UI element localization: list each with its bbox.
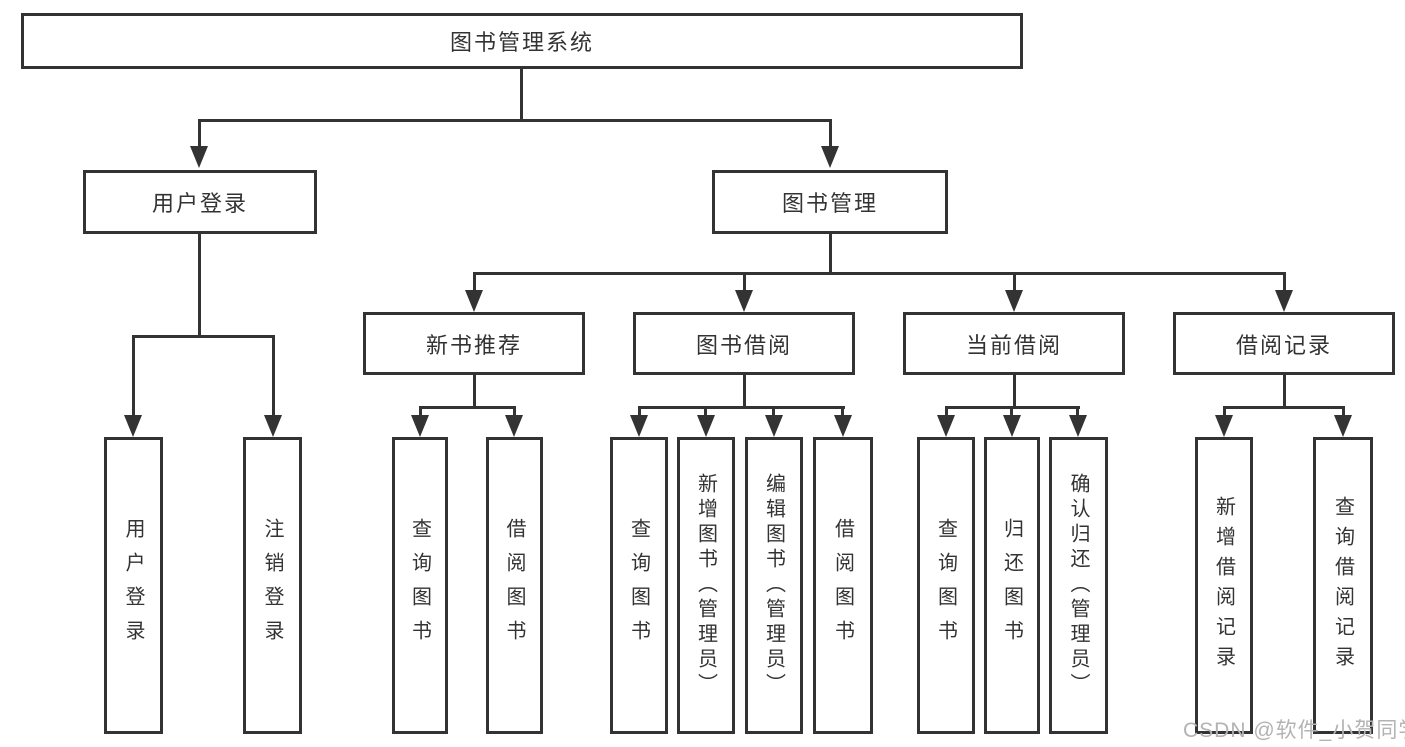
leaf-add-borrow-record: 新增借阅记录 — [1195, 437, 1253, 734]
arrow-down-icon — [465, 290, 483, 312]
leaf-borrow-books-recommend: 借阅图书 — [486, 437, 543, 734]
node-current-borrow: 当前借阅 — [903, 312, 1125, 375]
connector-line — [198, 234, 201, 335]
connector-line — [132, 335, 135, 419]
leaf-return-book: 归还图书 — [984, 437, 1040, 734]
connector-line — [473, 375, 476, 406]
arrow-down-icon — [1275, 290, 1293, 312]
connector-line — [520, 69, 523, 119]
leaf-user-login: 用户登录 — [104, 437, 163, 734]
node-user-login: 用户登录 — [83, 170, 317, 234]
arrow-down-icon — [630, 415, 648, 437]
arrow-down-icon — [1005, 290, 1023, 312]
connector-line — [419, 406, 422, 418]
arrow-down-icon — [765, 415, 783, 437]
connector-line — [1013, 272, 1016, 294]
leaf-borrow-books: 借阅图书 — [813, 437, 873, 734]
arrow-down-icon — [937, 415, 955, 437]
connector-line — [829, 119, 832, 150]
connector-line — [638, 406, 845, 409]
connector-line — [1342, 406, 1345, 418]
leaf-confirm-return-admin: 确认归还（管理员） — [1049, 437, 1108, 734]
connector-line — [1283, 375, 1286, 406]
arrow-down-icon — [735, 290, 753, 312]
connector-line — [1283, 272, 1286, 294]
leaf-query-borrow-record: 查询借阅记录 — [1313, 437, 1373, 734]
connector-line — [638, 406, 641, 418]
arrow-down-icon — [124, 415, 142, 437]
arrow-down-icon — [834, 415, 852, 437]
connector-line — [473, 272, 476, 294]
connector-line — [1223, 406, 1226, 418]
leaf-edit-book-admin: 编辑图书（管理员） — [745, 437, 803, 734]
node-root: 图书管理系统 — [21, 13, 1023, 69]
node-book-borrow: 图书借阅 — [633, 312, 855, 375]
connector-line — [743, 375, 746, 406]
arrow-down-icon — [1003, 415, 1021, 437]
arrow-down-icon — [190, 146, 208, 168]
connector-line — [132, 335, 274, 338]
connector-line — [841, 406, 844, 418]
connector-line — [829, 233, 832, 272]
arrow-down-icon — [1334, 415, 1352, 437]
connector-line — [513, 406, 516, 418]
leaf-query-books-current: 查询图书 — [917, 437, 975, 734]
arrow-down-icon — [1215, 415, 1233, 437]
connector-line — [1010, 406, 1013, 418]
connector-line — [198, 119, 201, 150]
leaf-query-books-recommend: 查询图书 — [392, 437, 448, 734]
arrow-down-icon — [821, 146, 839, 168]
connector-line — [473, 272, 1286, 275]
node-borrow-records: 借阅记录 — [1173, 312, 1395, 375]
connector-line — [704, 406, 707, 418]
connector-line — [272, 335, 275, 419]
connector-line — [743, 272, 746, 294]
arrow-down-icon — [697, 415, 715, 437]
connector-line — [1013, 375, 1016, 406]
arrow-down-icon — [411, 415, 429, 437]
leaf-add-book-admin: 新增图书（管理员） — [677, 437, 735, 734]
arrow-down-icon — [505, 415, 523, 437]
connector-line — [419, 406, 516, 409]
watermark: CSDN @软件_小贺同学 — [1183, 719, 1405, 742]
connector-line — [198, 119, 832, 122]
node-new-book-recommend: 新书推荐 — [363, 312, 585, 375]
leaf-query-books-borrow: 查询图书 — [610, 437, 668, 734]
arrow-down-icon — [264, 415, 282, 437]
connector-line — [1076, 406, 1079, 418]
arrow-down-icon — [1069, 415, 1087, 437]
leaf-logout: 注销登录 — [243, 437, 302, 734]
connector-line — [945, 406, 948, 418]
connector-line — [772, 406, 775, 418]
connector-line — [1223, 406, 1344, 409]
node-book-management: 图书管理 — [712, 170, 948, 234]
